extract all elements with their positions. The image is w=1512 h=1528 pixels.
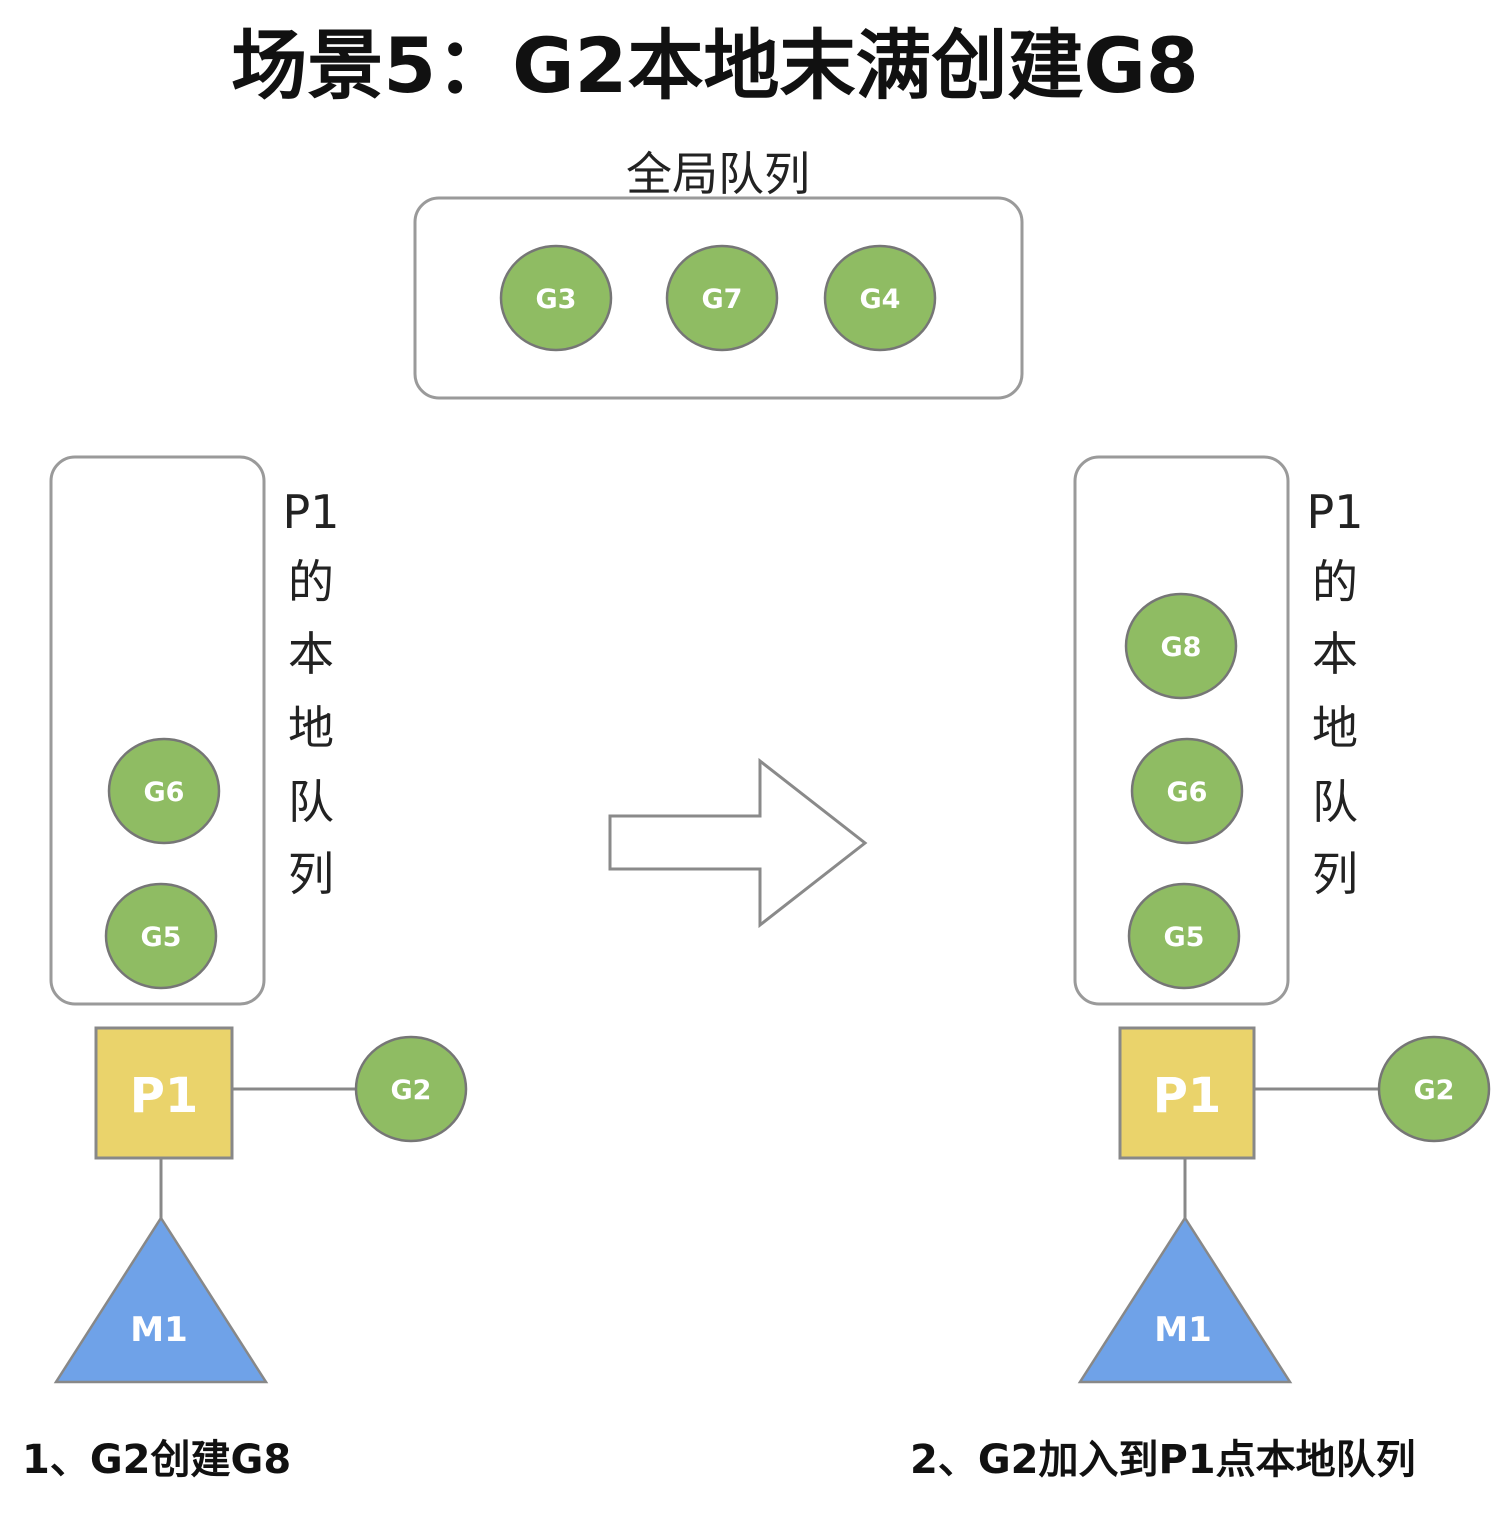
queue-label-char: 列 [288, 847, 334, 901]
goroutine-label: G5 [1164, 922, 1205, 953]
right-panel: P1 的 本 地 队 列 G8 G6 G5 P1 G2 [910, 455, 1491, 1483]
left-caption: 1、G2创建G8 [22, 1437, 291, 1483]
goroutine-label: G6 [144, 777, 185, 808]
queue-label-char: 队 [288, 775, 334, 829]
goroutine-label: G8 [1161, 632, 1202, 663]
goroutine-label: G6 [1167, 777, 1208, 808]
left-queue-goroutine-g6: G6 [107, 737, 221, 845]
right-local-queue-label: P1 的 本 地 队 列 [1306, 485, 1363, 901]
right-local-queue-box [1073, 455, 1290, 1006]
queue-label-char: 的 [288, 555, 334, 609]
right-queue-goroutine-g5: G5 [1127, 882, 1241, 990]
right-running-goroutine: G2 [1377, 1035, 1491, 1143]
goroutine-label: G5 [141, 922, 182, 953]
machine-label: M1 [1154, 1310, 1212, 1350]
queue-label-char: P1 [1306, 485, 1363, 539]
processor-label: P1 [130, 1068, 199, 1124]
global-queue-goroutine-g7: G7 [665, 244, 779, 352]
queue-label-char: 列 [1312, 847, 1358, 901]
diagram-title: 场景5：G2本地末满创建G8 [231, 21, 1198, 110]
left-local-queue-box [49, 455, 266, 1006]
left-running-goroutine: G2 [354, 1035, 468, 1143]
goroutine-label: G4 [860, 284, 901, 315]
right-queue-goroutine-g6: G6 [1130, 737, 1244, 845]
goroutine-label: G2 [1414, 1075, 1455, 1106]
right-queue-goroutine-g8: G8 [1124, 592, 1238, 700]
queue-label-char: 的 [1312, 555, 1358, 609]
right-processor: P1 [1118, 1026, 1256, 1160]
global-queue-goroutine-g3: G3 [499, 244, 613, 352]
left-processor: P1 [94, 1026, 234, 1160]
left-local-queue-label: P1 的 本 地 队 列 [282, 485, 339, 901]
transition-arrow [608, 757, 868, 929]
right-caption: 2、G2加入到P1点本地队列 [910, 1437, 1416, 1483]
goroutine-label: G3 [536, 284, 577, 315]
queue-label-char: 本 [288, 627, 334, 681]
queue-label-char: 队 [1312, 775, 1358, 829]
queue-label-char: 本 [1312, 627, 1358, 681]
queue-label-char: P1 [282, 485, 339, 539]
left-panel: P1 的 本 地 队 列 G6 G5 P1 G2 M1 1、 [22, 455, 468, 1483]
queue-label-char: 地 [288, 701, 334, 755]
global-queue-label: 全局队列 [626, 147, 810, 201]
left-machine: M1 [53, 1215, 269, 1384]
left-queue-goroutine-g5: G5 [104, 882, 218, 990]
right-machine: M1 [1077, 1215, 1293, 1384]
goroutine-label: G7 [702, 284, 743, 315]
processor-label: P1 [1153, 1068, 1222, 1124]
queue-label-char: 地 [1312, 701, 1358, 755]
machine-label: M1 [130, 1310, 188, 1350]
goroutine-label: G2 [391, 1075, 432, 1106]
global-queue-goroutine-g4: G4 [823, 244, 937, 352]
